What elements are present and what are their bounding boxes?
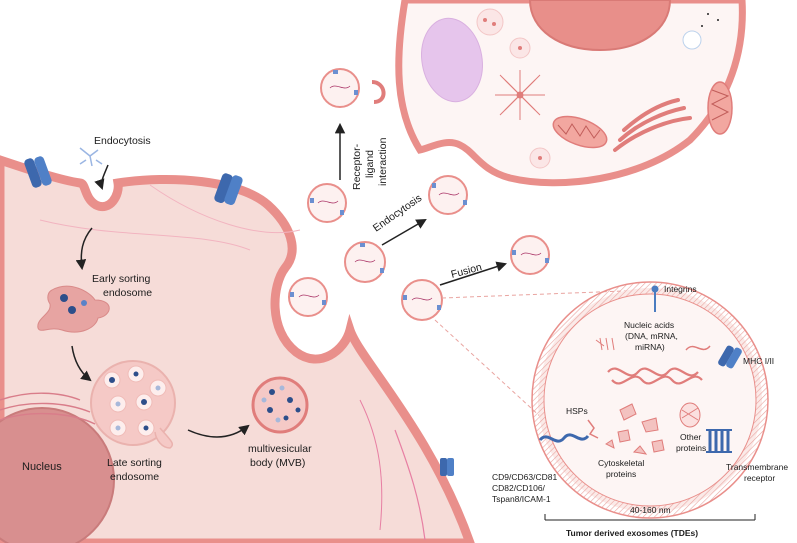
arrow-fusion: [439, 261, 507, 286]
svg-text:interaction: interaction: [377, 137, 389, 186]
nucleic-acid-strands: [595, 337, 711, 385]
arrow-to-early-endosome: [75, 227, 93, 271]
recipient-nucleus: [528, 0, 672, 52]
tde-detail: [531, 281, 769, 519]
tde-title: Tumor derived exosomes (TDEs): [566, 528, 698, 538]
mvb-label-1: multivesicular: [248, 443, 312, 455]
exosome: [320, 68, 360, 108]
svg-text:Receptor-: Receptor-: [351, 143, 363, 190]
ligand-icon: [79, 147, 103, 167]
centrosome: [495, 70, 545, 120]
hsp-molecule: [587, 419, 599, 439]
nucleus: [0, 407, 115, 543]
mhc-label: MHC I/II: [743, 356, 774, 366]
cytoskeletal-label-1: Cytoskeletal: [598, 458, 644, 468]
other-protein-blob: [679, 402, 701, 428]
scale-bar: [544, 514, 756, 521]
recipient-cell: [371, 0, 746, 187]
endocytosis-mid-label: Endocytosis: [371, 192, 424, 234]
arrow-to-late-endosome: [71, 345, 92, 382]
late-sorting-endosome: [90, 360, 176, 449]
membrane-protein-bottom: [440, 458, 454, 476]
mitochondrion: [552, 115, 608, 149]
protein-fragments: [605, 403, 665, 455]
late-sorting-label-1: Late sorting: [107, 457, 162, 469]
golgi-apparatus: [613, 98, 692, 152]
endocytosis-top-label: Endocytosis: [94, 135, 151, 147]
early-sorting-label-2: endosome: [103, 287, 152, 299]
transmembrane-receptor-icon: [706, 429, 732, 453]
early-sorting-endosome: [37, 285, 110, 333]
exosome: [428, 175, 468, 215]
markers-label-1: CD9/CD63/CD81: [492, 472, 557, 482]
fusion-label: Fusion: [450, 261, 484, 281]
tumor-cell: Nucleus: [0, 155, 475, 543]
late-sorting-label-2: endosome: [110, 471, 159, 483]
tumor-cell-membrane: [0, 155, 475, 543]
exosome: [344, 241, 386, 283]
nucleic-acids-label-2: (DNA, mRNA,: [625, 331, 678, 341]
mvb-label-2: body (MVB): [250, 457, 305, 469]
nucleus-label: Nucleus: [22, 461, 62, 473]
markers-label-3: Tspan8/ICAM-1: [492, 494, 551, 504]
arrow-endocytosis-in: [94, 164, 109, 190]
exosome: [401, 279, 443, 321]
receptor-ligand-label: Receptor- ligand interaction: [351, 137, 389, 190]
granules: [476, 8, 702, 169]
recipient-receptor: [371, 80, 386, 104]
size-label: 40-160 nm: [630, 505, 671, 515]
arrow-endocytosis-recipient: [381, 218, 427, 246]
hsps-label: HSPs: [566, 406, 588, 416]
integrins-label: Integrins: [664, 284, 697, 294]
exosome: [510, 235, 550, 275]
nucleic-acids-label-3: miRNA): [635, 342, 665, 352]
arrow-to-mvb: [187, 424, 250, 438]
cytoskeletal-label-2: proteins: [606, 469, 636, 479]
other-proteins-label-2: proteins: [676, 443, 706, 453]
vacuole: [421, 17, 483, 103]
tetraspanin-icon: [538, 433, 590, 443]
early-sorting-label-1: Early sorting: [92, 273, 151, 285]
membrane-protein-left: [24, 156, 52, 188]
transmembrane-label-1: Transmembrane: [726, 462, 788, 472]
integrin-icon: [651, 285, 659, 312]
exosome: [307, 183, 347, 223]
multivesicular-body: [251, 376, 309, 434]
svg-text:ligand: ligand: [364, 150, 376, 178]
mitochondrion-2: [707, 81, 733, 135]
membrane-protein-right: [214, 173, 243, 206]
exosome: [288, 277, 328, 317]
transmembrane-label-2: receptor: [744, 473, 775, 483]
markers-label-2: CD82/CD106/: [492, 483, 546, 493]
other-proteins-label-1: Other: [680, 432, 701, 442]
mhc-icon: [718, 345, 742, 369]
endoplasmic-reticulum: [0, 392, 96, 425]
nucleic-acids-label-1: Nucleic acids: [624, 320, 674, 330]
